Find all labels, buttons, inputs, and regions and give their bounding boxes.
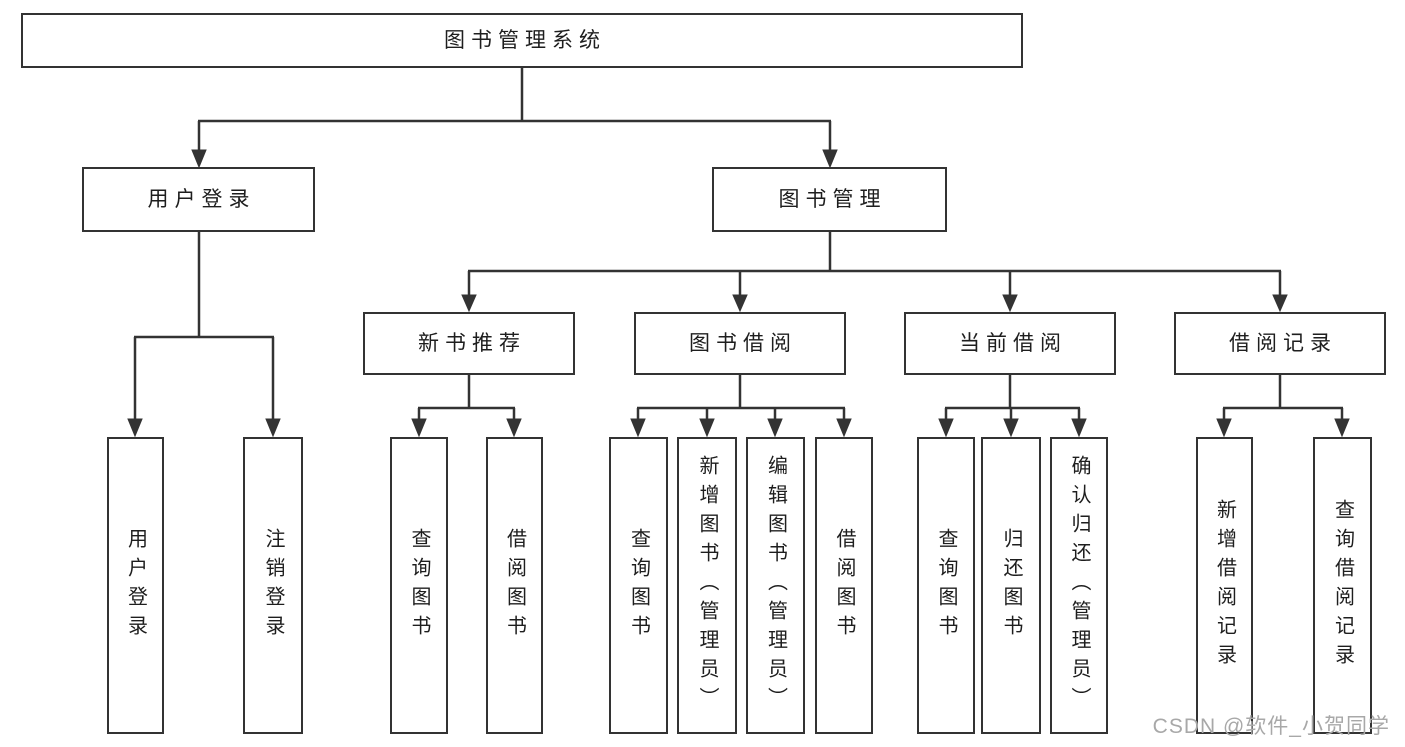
leaf-return-book-label: 归还图书 — [1000, 527, 1022, 644]
leaf-query-books-current: 查询图书 — [917, 437, 975, 734]
node-book-borrowing: 图书借阅 — [634, 312, 846, 375]
leaf-query-books-recommendation-label: 查询图书 — [408, 527, 430, 644]
node-current-borrowing-label: 当前借阅 — [959, 332, 1067, 355]
csdn-watermark: CSDN @软件_小贺同学 — [1152, 715, 1390, 738]
node-root: 图书管理系统 — [21, 13, 1023, 68]
leaf-query-books-borrowing: 查询图书 — [609, 437, 668, 734]
leaf-add-borrowing-record: 新增借阅记录 — [1196, 437, 1253, 734]
leaf-edit-book-admin-label: 编辑图书（管理员） — [764, 455, 787, 716]
leaf-query-borrowing-record: 查询借阅记录 — [1313, 437, 1372, 734]
node-new-book-recommendation-label: 新书推荐 — [418, 332, 526, 355]
node-book-management-label: 图书管理 — [778, 188, 887, 211]
node-user-login: 用户登录 — [82, 167, 315, 232]
leaf-add-book-admin: 新增图书（管理员） — [677, 437, 737, 734]
node-book-borrowing-label: 图书借阅 — [689, 332, 797, 355]
node-borrowing-records-label: 借阅记录 — [1229, 332, 1337, 355]
node-user-login-label: 用户登录 — [147, 188, 256, 211]
leaf-return-book: 归还图书 — [981, 437, 1041, 734]
leaf-borrow-books-recommendation: 借阅图书 — [486, 437, 543, 734]
leaf-edit-book-admin: 编辑图书（管理员） — [746, 437, 805, 734]
leaf-confirm-return-admin-label: 确认归还（管理员） — [1068, 455, 1090, 716]
leaf-borrow-books-borrowing: 借阅图书 — [815, 437, 873, 734]
node-current-borrowing: 当前借阅 — [904, 312, 1116, 375]
node-new-book-recommendation: 新书推荐 — [363, 312, 575, 375]
leaf-user-login-label: 用户登录 — [124, 527, 147, 644]
node-book-management: 图书管理 — [712, 167, 947, 232]
leaf-query-books-borrowing-label: 查询图书 — [627, 527, 650, 644]
node-borrowing-records: 借阅记录 — [1174, 312, 1386, 375]
leaf-query-books-recommendation: 查询图书 — [390, 437, 448, 734]
leaf-logout-label: 注销登录 — [262, 527, 284, 644]
leaf-user-login: 用户登录 — [107, 437, 164, 734]
leaf-confirm-return-admin: 确认归还（管理员） — [1050, 437, 1108, 734]
leaf-query-books-current-label: 查询图书 — [935, 527, 957, 644]
leaf-add-book-admin-label: 新增图书（管理员） — [696, 455, 718, 716]
node-root-label: 图书管理系统 — [444, 29, 606, 52]
leaf-query-borrowing-record-label: 查询借阅记录 — [1331, 498, 1354, 673]
leaf-borrow-books-recommendation-label: 借阅图书 — [503, 527, 526, 644]
leaf-logout: 注销登录 — [243, 437, 303, 734]
leaf-add-borrowing-record-label: 新增借阅记录 — [1213, 498, 1236, 673]
leaf-borrow-books-borrowing-label: 借阅图书 — [833, 527, 855, 644]
